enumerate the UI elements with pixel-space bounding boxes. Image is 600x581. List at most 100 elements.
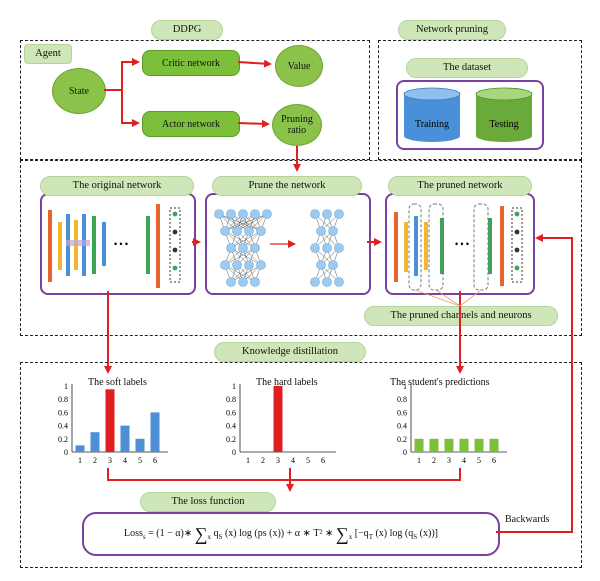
y-tick-label: 0.2 xyxy=(397,435,407,444)
prune-network-label: Prune the network xyxy=(212,176,362,196)
x-tick-label: 1 xyxy=(246,456,250,465)
y-tick-label: 0.6 xyxy=(397,408,407,417)
pruned-network-illustration xyxy=(394,203,523,307)
formula-lhs-sub: s xyxy=(142,533,146,541)
neuron xyxy=(220,226,230,236)
state-to-critic-arrow xyxy=(104,58,140,91)
formula-term2-sub: T xyxy=(368,533,373,541)
y-tick-label: 0.4 xyxy=(397,422,407,431)
y-tick-label: 0 xyxy=(64,448,68,457)
sum-symbol-1: ∑ xyxy=(194,524,208,544)
bar xyxy=(75,445,85,452)
neuron xyxy=(334,243,344,253)
value-node: Value xyxy=(275,45,323,87)
edge xyxy=(224,247,256,266)
formula-lhs: Loss xyxy=(124,528,143,539)
backwards-arrow xyxy=(496,234,573,533)
sum1-sub: x xyxy=(207,533,212,541)
pruned-channel-box xyxy=(408,203,422,291)
pruned-layer-bar xyxy=(404,222,408,272)
ddpg-region xyxy=(20,40,370,160)
x-tick-label: 3 xyxy=(447,456,451,465)
pruned-output-neuron xyxy=(514,229,520,235)
y-tick-label: 1 xyxy=(232,382,236,391)
dataset-label: The dataset xyxy=(406,58,528,78)
output-neuron xyxy=(172,229,178,235)
x-tick-label: 6 xyxy=(153,456,157,465)
charts-join-line xyxy=(107,468,461,481)
pruned-output-neuron xyxy=(514,247,520,253)
formula-term1-sub: S xyxy=(218,533,223,541)
pruned-output-neuron xyxy=(514,265,520,271)
neuron xyxy=(316,260,326,270)
network-pruning-region xyxy=(20,160,582,336)
bar xyxy=(273,386,283,452)
bar xyxy=(105,389,115,452)
pruned-layer-bar xyxy=(414,216,418,276)
y-tick-label: 0.6 xyxy=(58,408,68,417)
neuron xyxy=(250,209,260,219)
x-tick-label: 1 xyxy=(417,456,421,465)
neuron xyxy=(232,260,242,270)
ddpg-section-label: DDPG xyxy=(151,20,223,40)
formula-part1: = (1 − α)∗ xyxy=(145,528,195,539)
x-tick-label: 4 xyxy=(462,456,466,465)
x-tick-label: 5 xyxy=(138,456,142,465)
y-tick-label: 0 xyxy=(232,448,236,457)
pruned-layer-bar xyxy=(394,212,398,282)
formula-term2: [−q xyxy=(354,528,369,539)
training-label: Training xyxy=(415,119,449,130)
loss-formula: Losss = (1 − α)∗ ∑x qS (x) log (ps (x)) … xyxy=(124,524,438,545)
y-tick-label: 1 xyxy=(64,382,68,391)
callout-line xyxy=(459,289,482,307)
neuron xyxy=(322,243,332,253)
neuron xyxy=(310,209,320,219)
y-tick-label: 0.2 xyxy=(58,435,68,444)
pruned-layer-bar xyxy=(500,206,504,286)
actor-network-label: Actor network xyxy=(161,118,221,130)
ddpg-arrows xyxy=(104,58,573,533)
x-tick-label: 6 xyxy=(492,456,496,465)
neuron xyxy=(220,260,230,270)
neuron xyxy=(238,209,248,219)
bar xyxy=(474,438,484,452)
critic-network-label: Critic network xyxy=(161,57,221,69)
neuron xyxy=(238,277,248,287)
bar xyxy=(444,438,454,452)
x-tick-label: 3 xyxy=(108,456,112,465)
x-tick-label: 5 xyxy=(477,456,481,465)
neuron xyxy=(232,226,242,236)
layer-bar xyxy=(102,222,106,266)
neuron xyxy=(244,260,254,270)
x-tick-label: 2 xyxy=(261,456,265,465)
bar xyxy=(459,438,469,452)
pruned-ellipsis: • • • xyxy=(455,239,469,249)
x-tick-label: 4 xyxy=(291,456,295,465)
neuron xyxy=(310,243,320,253)
x-tick-label: 4 xyxy=(123,456,127,465)
neuron xyxy=(322,277,332,287)
edge xyxy=(224,213,256,232)
callout-line xyxy=(435,289,461,307)
bar xyxy=(429,438,439,452)
y-tick-label: 0.4 xyxy=(226,422,236,431)
testing-cylinder xyxy=(475,87,533,142)
x-tick-label: 2 xyxy=(432,456,436,465)
y-tick-label: 0 xyxy=(403,448,407,457)
formula-term2-rest: (x) log (q xyxy=(372,528,414,539)
neuron xyxy=(226,277,236,287)
bar xyxy=(135,438,145,452)
x-tick-label: 5 xyxy=(306,456,310,465)
soft-labels-title: The soft labels xyxy=(88,377,147,388)
x-tick-label: 1 xyxy=(78,456,82,465)
neuron xyxy=(328,260,338,270)
neuron xyxy=(334,277,344,287)
bar xyxy=(150,412,160,452)
state-node-label: State xyxy=(69,85,89,97)
loss-function-label: The loss function xyxy=(140,492,276,512)
output-neuron xyxy=(172,265,178,271)
pruned-layer-bar xyxy=(488,218,492,274)
